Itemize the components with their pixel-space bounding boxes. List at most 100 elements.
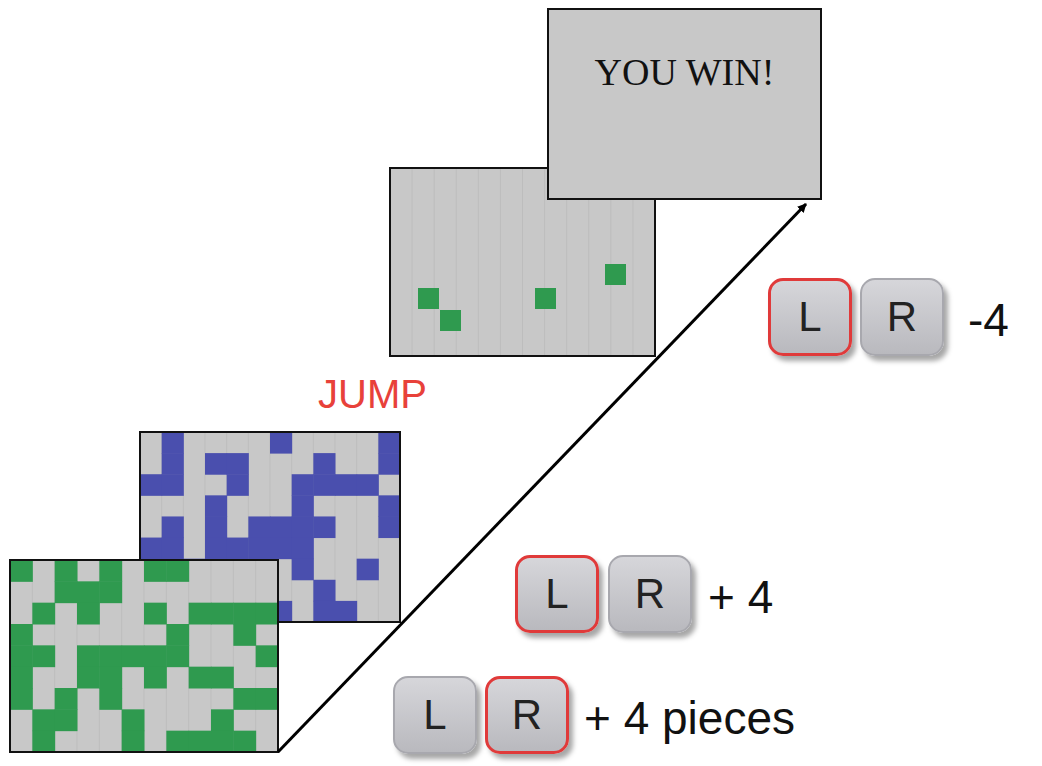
grid-cell bbox=[32, 603, 55, 625]
key-button: L bbox=[768, 278, 852, 356]
grid-cell bbox=[292, 559, 314, 581]
grid-cell bbox=[189, 603, 212, 625]
grid-ground bbox=[10, 560, 278, 752]
key-letter: R bbox=[512, 691, 542, 739]
grid-cell bbox=[99, 560, 122, 582]
grid-cell bbox=[292, 495, 314, 517]
grid-cell bbox=[99, 645, 122, 667]
grid-cell bbox=[140, 538, 162, 560]
green-grid bbox=[10, 560, 279, 753]
grid-cell bbox=[211, 667, 234, 689]
grid-cell bbox=[205, 495, 227, 517]
grid-cell bbox=[418, 288, 439, 309]
grid-cell bbox=[55, 560, 78, 582]
grid-cell bbox=[122, 731, 145, 753]
key-letter: R bbox=[635, 570, 665, 618]
grid-line bbox=[478, 168, 479, 356]
grid-cell bbox=[270, 432, 292, 454]
key-letter: L bbox=[545, 570, 568, 618]
key-letter: L bbox=[423, 691, 446, 739]
grid-cell bbox=[256, 603, 279, 625]
key-letter: L bbox=[798, 293, 821, 341]
grid-cell bbox=[55, 688, 78, 710]
grid-cell bbox=[313, 601, 335, 623]
grid-cell bbox=[166, 624, 189, 646]
grid-cell bbox=[233, 731, 256, 753]
grid-cell bbox=[99, 667, 122, 689]
grid-cell bbox=[313, 580, 335, 602]
grid-line bbox=[356, 432, 357, 622]
grid-cell bbox=[77, 603, 100, 625]
key-button: L bbox=[393, 676, 477, 754]
grid-cell bbox=[99, 581, 122, 603]
reward-note: + 4 pieces bbox=[584, 691, 795, 745]
grid-cell bbox=[10, 560, 33, 582]
grid-cell bbox=[211, 603, 234, 625]
grid-cell bbox=[378, 453, 400, 475]
grid-cell bbox=[227, 538, 249, 560]
grid-cell bbox=[313, 516, 335, 538]
grid-cell bbox=[292, 474, 314, 496]
grid-cell bbox=[32, 731, 55, 753]
grid-cell bbox=[270, 516, 292, 538]
grid-cell bbox=[32, 645, 55, 667]
grid-cell bbox=[256, 645, 279, 667]
grid-cell bbox=[248, 538, 270, 560]
grid-cell bbox=[335, 474, 357, 496]
grid-frame bbox=[10, 560, 278, 752]
jump-label: JUMP bbox=[318, 372, 427, 417]
grid-cell bbox=[211, 709, 234, 731]
grid-cell bbox=[77, 581, 100, 603]
grid-line bbox=[500, 168, 501, 356]
grid-cell bbox=[605, 264, 626, 285]
key-letter: R bbox=[887, 293, 917, 341]
grid-cell bbox=[335, 601, 357, 623]
key-button: R bbox=[608, 555, 692, 633]
score-change: + 4 bbox=[708, 570, 773, 624]
grid-cell bbox=[144, 603, 167, 625]
grid-cell bbox=[211, 731, 234, 753]
win-screen: YOU WIN! bbox=[547, 8, 822, 200]
grid-cell bbox=[144, 560, 167, 582]
grid-cell bbox=[313, 474, 335, 496]
grid-cell bbox=[205, 538, 227, 560]
key-button: R bbox=[485, 676, 569, 754]
grid-cell bbox=[55, 709, 78, 731]
grid-cell bbox=[99, 688, 122, 710]
grid-line bbox=[434, 168, 435, 356]
grid-cell bbox=[357, 474, 379, 496]
grid-cell bbox=[292, 538, 314, 560]
grid-cell bbox=[77, 645, 100, 667]
grid-cell bbox=[227, 474, 249, 496]
grid-line bbox=[412, 168, 413, 356]
grid-cell bbox=[122, 645, 145, 667]
grid-cell bbox=[378, 495, 400, 517]
grid-cell bbox=[144, 667, 167, 689]
screen-message: YOU WIN! bbox=[549, 50, 820, 94]
grid-cell bbox=[10, 624, 33, 646]
grid-cell bbox=[140, 474, 162, 496]
grid-line bbox=[544, 168, 545, 356]
grid-cell bbox=[233, 603, 256, 625]
grid-cell bbox=[313, 453, 335, 475]
grid-cell bbox=[357, 559, 379, 581]
grid-cell bbox=[122, 709, 145, 731]
grid-cell bbox=[256, 688, 279, 710]
grid-cell bbox=[166, 731, 189, 753]
grid-cell bbox=[162, 516, 184, 538]
grid-cell bbox=[227, 453, 249, 475]
grid-cell bbox=[166, 560, 189, 582]
grid-cell bbox=[378, 516, 400, 538]
score-change: -4 bbox=[968, 293, 1009, 347]
grid-cell bbox=[205, 516, 227, 538]
grid-cell bbox=[77, 667, 100, 689]
grid-cell bbox=[10, 688, 33, 710]
grid-line bbox=[522, 168, 523, 356]
grid-cell bbox=[162, 432, 184, 454]
key-button: L bbox=[515, 555, 599, 633]
grid-cell bbox=[166, 645, 189, 667]
grid-cell bbox=[10, 645, 33, 667]
grid-cell bbox=[248, 516, 270, 538]
grid-cell bbox=[162, 453, 184, 475]
